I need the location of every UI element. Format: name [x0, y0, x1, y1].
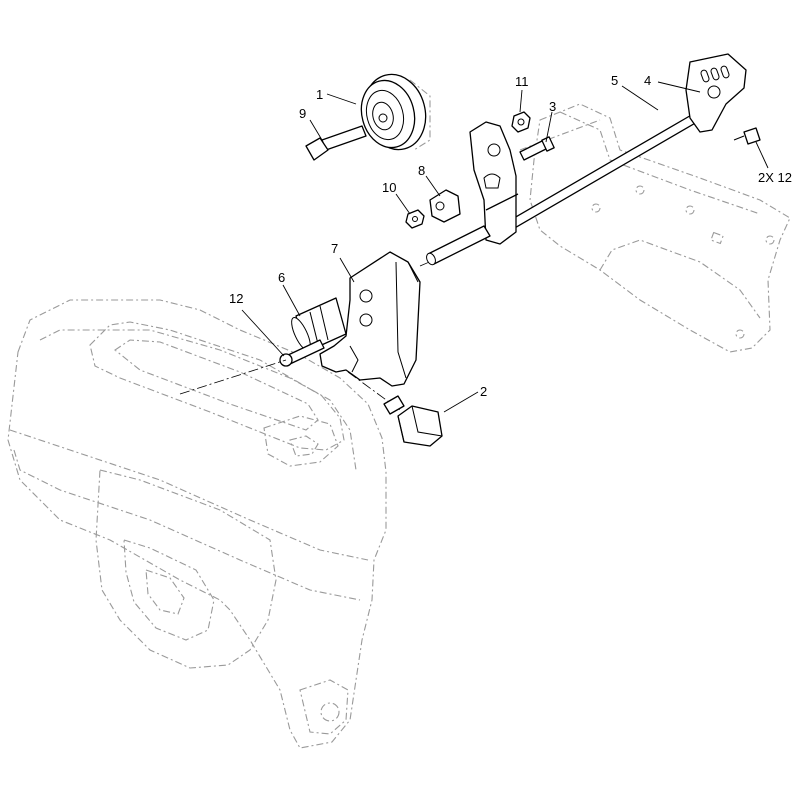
callout-9: 9 — [299, 106, 306, 121]
end-bracket — [685, 53, 747, 133]
callout-1: 1 — [316, 87, 323, 102]
pivot-bracket — [469, 121, 519, 245]
nut-10 — [405, 209, 425, 229]
callout-4: 4 — [644, 73, 651, 88]
callout-labels: 1 2 3 4 5 6 7 8 9 10 11 12 2X 12 — [229, 73, 792, 399]
callout-12: 12 — [229, 291, 243, 306]
callout-7: 7 — [331, 241, 338, 256]
leader-lines — [241, 81, 769, 413]
callout-10: 10 — [382, 180, 396, 195]
pulley — [360, 73, 431, 151]
idler-arm-bracket — [319, 251, 421, 411]
callout-5: 5 — [611, 73, 618, 88]
knob-2 — [383, 395, 443, 447]
callout-2: 2 — [480, 384, 487, 399]
callout-2x-12: 2X 12 — [758, 170, 792, 185]
callout-6: 6 — [278, 270, 285, 285]
spacer-8 — [429, 189, 461, 223]
bolt-12-2x — [733, 127, 761, 145]
bolt-9 — [305, 125, 367, 161]
callout-11: 11 — [515, 74, 529, 89]
bolt-12 — [179, 339, 325, 395]
callout-8: 8 — [418, 163, 425, 178]
callout-3: 3 — [549, 99, 556, 114]
bolt-3 — [519, 136, 555, 161]
housing-ghost — [7, 299, 387, 749]
pivot-pin — [426, 225, 491, 266]
nut-11 — [511, 111, 531, 133]
